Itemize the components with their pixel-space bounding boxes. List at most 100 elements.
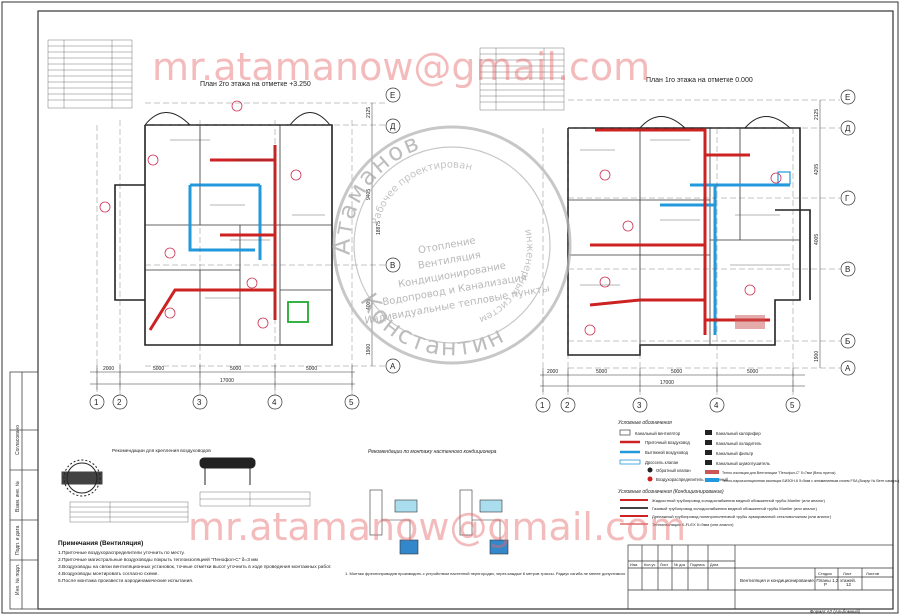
legend-vent-6: Воздухораспределитель потолочный: [656, 477, 729, 482]
right-row-axis-v: В: [845, 265, 850, 274]
inner-frame: [37, 10, 894, 610]
legend-ac-3: Дренажный трубопровод полипропиленовой т…: [652, 514, 832, 519]
left-vdim-1: 2125: [366, 107, 372, 118]
tb-head-4: № док: [674, 563, 685, 567]
left-axis-lines: [96, 102, 385, 395]
right-plan-partitions: [568, 128, 800, 345]
legend-vent-title: Условные обозначения: [618, 420, 672, 426]
legend-vent-r2: Канальный охладитель: [716, 441, 762, 446]
right-column-axis-bubbles: [535, 397, 801, 413]
side-stamp-label-4: Согласовано: [15, 425, 21, 455]
legend-ac-1: Жидкостный трубопровод холодоснабжения м…: [652, 498, 826, 503]
tb-sheet-value: 12: [846, 582, 852, 587]
legend-vent-5: Обратный клапан: [656, 468, 691, 473]
left-vent-unit: [287, 301, 309, 323]
left-span-1: 2000: [103, 366, 114, 372]
right-exhaust-fan: [777, 171, 791, 185]
side-stamp-label-3: Взам. инв. №: [15, 481, 21, 512]
legend-ac-lines: [620, 499, 648, 525]
side-stamp-label-2: Подп. и дата: [15, 525, 21, 555]
right-row-axis-g: Г: [845, 194, 850, 203]
left-row-axis-v: В: [390, 261, 395, 270]
watermark-email-bottom: mr.atamanow@gmail.com: [188, 505, 686, 549]
right-axis-4: 4: [714, 401, 719, 410]
right-axis-2: 2: [565, 401, 570, 410]
note-5: 5.После монтажа произвести аэродинамичес…: [58, 578, 193, 584]
note-4: 4.Воздуховоды монтировать согласно схеме…: [58, 571, 159, 577]
left-axis-2: 2: [117, 398, 122, 407]
left-vdim-2: 9405: [366, 189, 372, 200]
svg-text:Рабочее проектирование: Рабочее проектирование: [0, 0, 473, 226]
right-axis-1: 1: [540, 401, 545, 410]
right-row-axis-a: А: [845, 364, 851, 373]
legend-insulation-1: Тепло изоляция для Вентиляции "Пенофол-С…: [722, 471, 835, 475]
right-total-width: 17000: [660, 380, 674, 386]
left-leader-lines: [170, 139, 325, 299]
left-axis-4: 4: [272, 398, 277, 407]
legend-ac-title: Условные обозначения (Кондиционирование): [618, 489, 724, 495]
right-plan-walls: [567, 116, 811, 356]
right-row-axis-b: Б: [845, 337, 850, 346]
left-row-axis-e: Е: [390, 91, 395, 100]
equipment-table-right: [479, 47, 565, 111]
duct-section-detail: [61, 457, 256, 497]
left-total-width: 17000: [220, 378, 234, 384]
right-vdim-1: 2125: [814, 109, 820, 120]
tb-head-6: Дата: [710, 563, 719, 567]
tb-stage-value: Р: [824, 582, 827, 587]
left-column-axis-bubbles: [89, 394, 360, 410]
left-floor-plan: [90, 100, 385, 395]
right-row-axis-d: Д: [845, 124, 851, 133]
note-2: 2.Приточные магистральные воздуховоды по…: [58, 556, 258, 563]
tb-stage-label: Стадия: [818, 571, 832, 576]
duct-support-title: Рекомендации для крепления воздуховодов: [112, 448, 211, 454]
right-vdim-2: 4205: [814, 164, 820, 175]
right-supply-ducts: [589, 128, 770, 335]
right-span-1: 2000: [547, 369, 558, 375]
left-row-axis-a: А: [390, 362, 396, 371]
left-vdim-4: 1900: [366, 344, 372, 355]
right-vdim-4: 1900: [814, 351, 820, 362]
left-vdim-3: 4005: [366, 299, 372, 310]
legend-ac-2: Газовый трубопровод холодоснабжения медн…: [652, 506, 818, 511]
right-span-2: 5000: [596, 369, 607, 375]
right-row-axis-e: Е: [845, 93, 850, 102]
right-vent-unit: [735, 315, 765, 329]
right-span-3: 5000: [671, 369, 682, 375]
left-overall-vdim: 18875: [376, 221, 382, 235]
watermark-ring-left: Рабочее проектирование: [0, 0, 473, 226]
watermark-arc-top: Атаманов: [328, 128, 423, 255]
right-exhaust-ducts: [660, 183, 790, 335]
tb-sheets-label: Листов: [866, 571, 879, 576]
legend-ac-4: Теплоизоляция K-FLEX δ=9мм (или аналог): [652, 522, 734, 527]
tb-head-2: Кол.уч: [644, 563, 655, 567]
side-stamp: [9, 371, 39, 610]
legend-insulation-2: Тепло-пароизоляционная изоляция БИЗОН-К …: [722, 479, 899, 483]
right-axis-5: 5: [790, 401, 795, 410]
right-leader-lines: [580, 139, 790, 286]
left-axis-1: 1: [94, 398, 99, 407]
title-block: [627, 544, 894, 610]
left-exhaust-ducts: [188, 183, 262, 260]
legend-vent-4: Дроссель клапан: [645, 460, 679, 465]
right-axis-lines: [542, 99, 840, 398]
left-supply-ducts: [148, 145, 277, 331]
right-plan-title: План 1го этажа на отметке 0.000: [646, 77, 753, 84]
legend-insulation-swatches: [705, 470, 719, 482]
right-room-tags: [584, 169, 782, 336]
notes-title: Примечания (Вентиляция): [58, 540, 143, 547]
legend-vent-r3: Канальный фильтр: [716, 451, 754, 456]
note-1: 1.Приточные воздухораспределители уточни…: [58, 550, 185, 556]
left-span-4: 5000: [306, 366, 317, 372]
left-plan-title: План 2го этажа на отметке +3.250: [200, 81, 311, 88]
small-spec-table: [69, 491, 311, 523]
left-row-axis-d: Д: [390, 122, 396, 131]
tb-format: Формат А2 (Альбомный): [810, 609, 861, 614]
equipment-table-left: [47, 39, 133, 109]
ac-note: 1. Монтаж фреонопроводов производить с у…: [345, 571, 626, 576]
tb-head-3: Лист: [660, 563, 669, 567]
left-room-tags: [99, 100, 302, 329]
legend-vent-2: Приточный воздуховод: [645, 440, 690, 445]
